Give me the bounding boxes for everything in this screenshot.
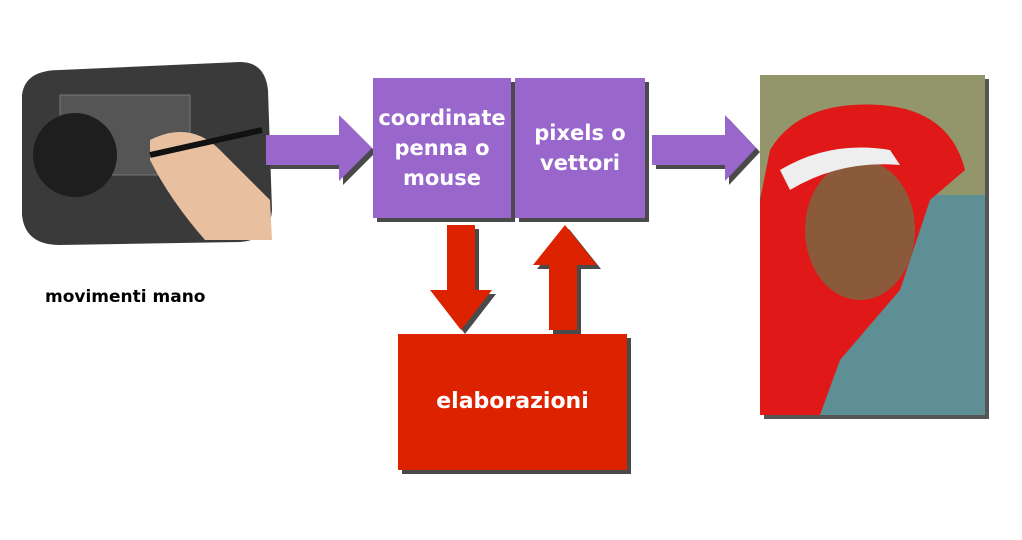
processing-box-label: elaborazioni xyxy=(436,389,589,414)
coordinates-box: coordinate penna o mouse xyxy=(373,78,511,218)
pixels-box: pixels o vettori xyxy=(515,78,645,218)
arrow-up-to-pixels xyxy=(533,225,601,334)
graphics-tablet-image xyxy=(22,62,272,245)
input-label: movimenti mano xyxy=(45,287,206,307)
coordinates-box-label: coordinate penna o mouse xyxy=(378,106,506,190)
arrow-pixels-to-output xyxy=(652,115,760,185)
portrait-painting-image xyxy=(760,75,989,419)
processing-box: elaborazioni xyxy=(398,334,627,470)
pixels-box-label: pixels o vettori xyxy=(534,121,626,175)
arrow-down-to-processing xyxy=(430,225,496,334)
arrow-input-to-coordinates xyxy=(266,115,376,185)
